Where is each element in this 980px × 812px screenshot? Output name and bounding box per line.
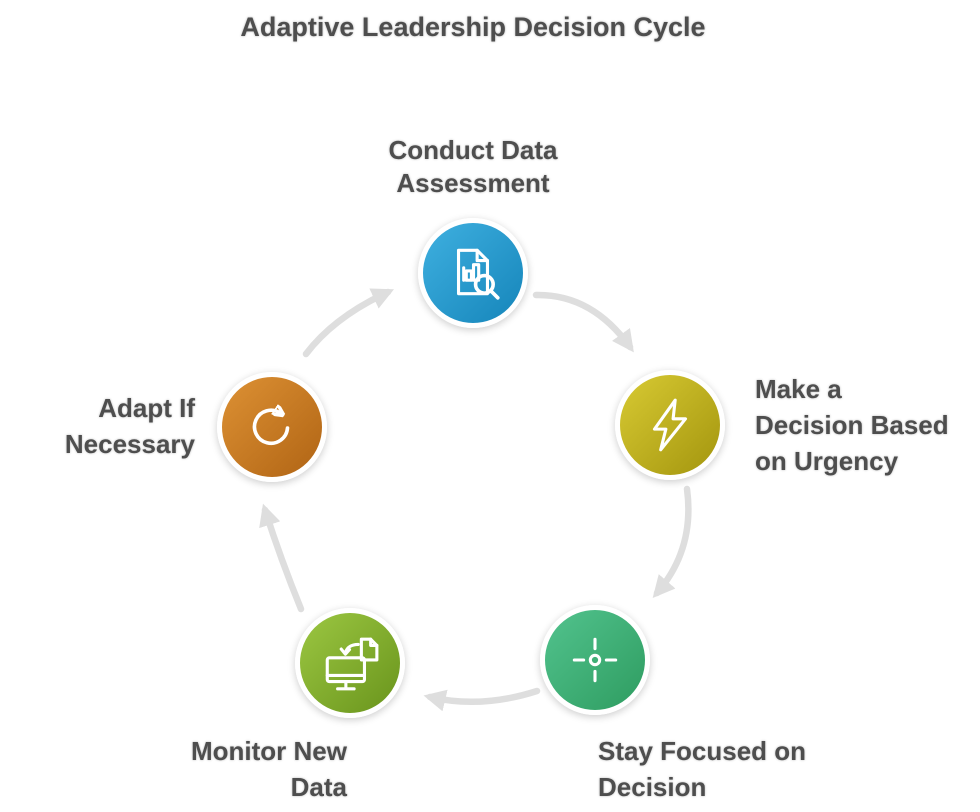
lightning-bolt-icon — [652, 398, 688, 452]
label-line: Necessary — [64, 429, 195, 459]
arrow-monitor-to-adapt — [259, 503, 305, 613]
label-line: Adapt If — [98, 393, 195, 423]
arrow-decision-to-focus — [652, 485, 692, 599]
label-line: Make a — [755, 374, 842, 404]
node-make-decision-based-on-urgency — [615, 370, 725, 480]
label-make-decision-based-on-urgency: Make a Decision Based on Urgency — [755, 371, 980, 479]
label-line: on Urgency — [755, 446, 899, 476]
label-monitor-new-data: Monitor New Data — [147, 733, 347, 805]
arrow-focus-to-monitor — [423, 687, 541, 712]
label-stay-focused-on-decision: Stay Focused on Decision — [598, 733, 848, 805]
node-stay-focused-on-decision — [540, 605, 650, 715]
label-line: Assessment — [396, 168, 550, 198]
node-adapt-if-necessary — [217, 372, 327, 482]
crosshair-target-icon — [572, 637, 618, 683]
label-line: Decision — [598, 772, 707, 802]
label-line: Decision Based — [755, 410, 949, 440]
document-chart-magnifier-icon — [456, 248, 500, 300]
arrow-assessment-to-decision — [532, 291, 634, 353]
label-line: Monitor New — [191, 736, 347, 766]
label-line: Data — [290, 772, 347, 802]
label-conduct-data-assessment: Conduct Data Assessment — [320, 134, 626, 200]
label-line: Stay Focused on — [598, 736, 807, 766]
monitor-document-sync-icon — [325, 637, 379, 691]
label-adapt-if-necessary: Adapt If Necessary — [35, 390, 195, 462]
page-title: Adaptive Leadership Decision Cycle — [240, 12, 706, 42]
node-monitor-new-data — [295, 608, 405, 718]
refresh-cycle-icon — [252, 396, 290, 446]
label-line: Conduct Data — [388, 135, 558, 165]
arrow-adapt-to-assessment — [302, 288, 395, 358]
node-conduct-data-assessment — [418, 218, 528, 328]
